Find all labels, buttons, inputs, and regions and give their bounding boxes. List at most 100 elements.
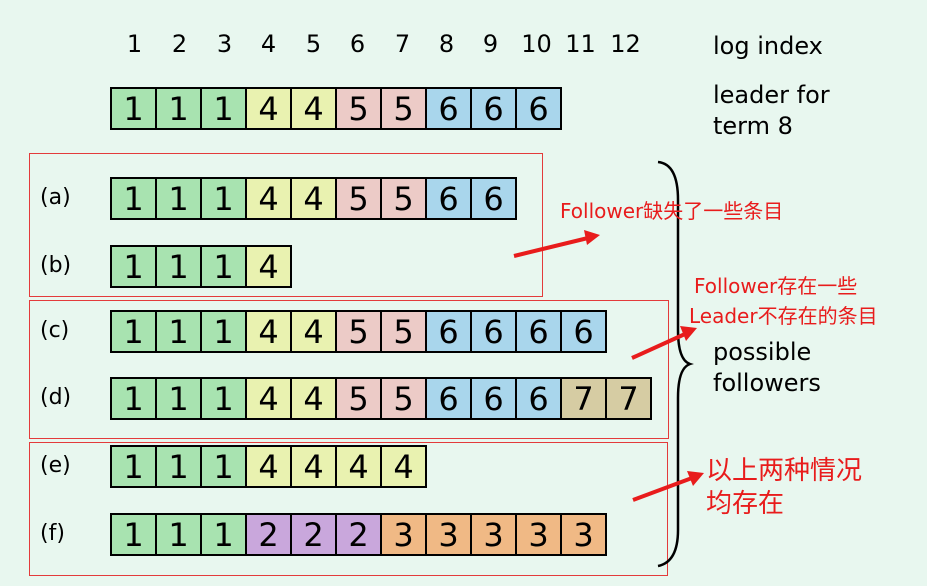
follower-c-entry-11: 6 — [560, 310, 607, 353]
follower-c-entry-1: 1 — [110, 310, 157, 353]
follower-a-entry-2: 1 — [155, 177, 202, 220]
leader-entry-10: 6 — [515, 87, 562, 130]
follower-c-entry-7: 5 — [380, 310, 427, 353]
follower-a-entry-1: 1 — [110, 177, 157, 220]
follower-f-entry-1: 1 — [110, 513, 157, 556]
follower-d-entry-9: 6 — [470, 377, 517, 420]
leader-entry-3: 1 — [200, 87, 247, 130]
follower-a-entry-7: 5 — [380, 177, 427, 220]
log-index-2: 2 — [171, 30, 188, 58]
leader-entry-9: 6 — [470, 87, 517, 130]
follower-d-entry-11: 7 — [560, 377, 607, 420]
log-index-label: log index — [713, 32, 823, 60]
follower-label-f: (f) — [40, 521, 65, 546]
follower-d-entry-2: 1 — [155, 377, 202, 420]
follower-d-entry-3: 1 — [200, 377, 247, 420]
leader-entry-6: 5 — [335, 87, 382, 130]
note-extra-entries-line1: Follower存在一些 — [694, 274, 858, 298]
follower-f-entry-5: 2 — [290, 513, 337, 556]
log-index-9: 9 — [482, 30, 499, 58]
leader-entry-8: 6 — [425, 87, 472, 130]
follower-f-entry-2: 1 — [155, 513, 202, 556]
follower-a-entry-3: 1 — [200, 177, 247, 220]
follower-e-entry-4: 4 — [245, 445, 292, 488]
log-index-12: 12 — [610, 30, 641, 58]
possible-label-line1: possible — [713, 338, 812, 366]
leader-entry-2: 1 — [155, 87, 202, 130]
follower-e-entry-3: 1 — [200, 445, 247, 488]
follower-a-entry-5: 4 — [290, 177, 337, 220]
follower-d-entry-1: 1 — [110, 377, 157, 420]
follower-c-entry-6: 5 — [335, 310, 382, 353]
follower-d-entry-10: 6 — [515, 377, 562, 420]
follower-f-entry-11: 3 — [560, 513, 607, 556]
note-extra-entries-line2: Leader不存在的条目 — [689, 304, 878, 328]
follower-c-entry-2: 1 — [155, 310, 202, 353]
follower-c-entry-10: 6 — [515, 310, 562, 353]
note-both-line2: 均存在 — [706, 489, 785, 519]
leader-entry-5: 4 — [290, 87, 337, 130]
follower-e-entry-1: 1 — [110, 445, 157, 488]
follower-b-entry-2: 1 — [155, 245, 202, 288]
log-index-11: 11 — [565, 30, 596, 58]
log-index-5: 5 — [305, 30, 322, 58]
follower-f-entry-8: 3 — [425, 513, 472, 556]
follower-label-e: (e) — [40, 453, 71, 478]
leader-entry-1: 1 — [110, 87, 157, 130]
note-missing-entries: Follower缺失了一些条目 — [560, 199, 784, 223]
follower-c-entry-5: 4 — [290, 310, 337, 353]
follower-b-entry-1: 1 — [110, 245, 157, 288]
follower-b-entry-3: 1 — [200, 245, 247, 288]
log-index-7: 7 — [394, 30, 411, 58]
follower-d-entry-12: 7 — [605, 377, 652, 420]
follower-d-entry-6: 5 — [335, 377, 382, 420]
follower-e-entry-2: 1 — [155, 445, 202, 488]
follower-e-entry-7: 4 — [380, 445, 427, 488]
follower-c-entry-3: 1 — [200, 310, 247, 353]
follower-d-entry-5: 4 — [290, 377, 337, 420]
follower-label-a: (a) — [40, 185, 71, 210]
follower-f-entry-6: 2 — [335, 513, 382, 556]
follower-d-entry-7: 5 — [380, 377, 427, 420]
follower-c-entry-4: 4 — [245, 310, 292, 353]
follower-c-entry-9: 6 — [470, 310, 517, 353]
log-index-1: 1 — [126, 30, 143, 58]
leader-label-line2: term 8 — [713, 112, 793, 140]
leader-entry-4: 4 — [245, 87, 292, 130]
follower-e-entry-6: 4 — [335, 445, 382, 488]
follower-e-entry-5: 4 — [290, 445, 337, 488]
follower-label-c: (c) — [40, 318, 70, 343]
log-index-10: 10 — [521, 30, 552, 58]
log-index-3: 3 — [216, 30, 233, 58]
group-box-missing — [29, 153, 543, 297]
follower-label-b: (b) — [40, 253, 72, 278]
follower-f-entry-10: 3 — [515, 513, 562, 556]
follower-f-entry-3: 1 — [200, 513, 247, 556]
follower-d-entry-8: 6 — [425, 377, 472, 420]
follower-label-d: (d) — [40, 385, 72, 410]
follower-b-entry-4: 4 — [245, 245, 292, 288]
follower-a-entry-8: 6 — [425, 177, 472, 220]
follower-a-entry-6: 5 — [335, 177, 382, 220]
follower-f-entry-4: 2 — [245, 513, 292, 556]
log-index-6: 6 — [349, 30, 366, 58]
leader-label-line1: leader for — [713, 81, 830, 109]
follower-a-entry-9: 6 — [470, 177, 517, 220]
possible-label-line2: followers — [713, 369, 821, 397]
follower-f-entry-9: 3 — [470, 513, 517, 556]
follower-d-entry-4: 4 — [245, 377, 292, 420]
follower-c-entry-8: 6 — [425, 310, 472, 353]
note-both-line1: 以上两种情况 — [706, 456, 863, 486]
log-index-4: 4 — [260, 30, 277, 58]
leader-entry-7: 5 — [380, 87, 427, 130]
follower-a-entry-4: 4 — [245, 177, 292, 220]
follower-f-entry-7: 3 — [380, 513, 427, 556]
